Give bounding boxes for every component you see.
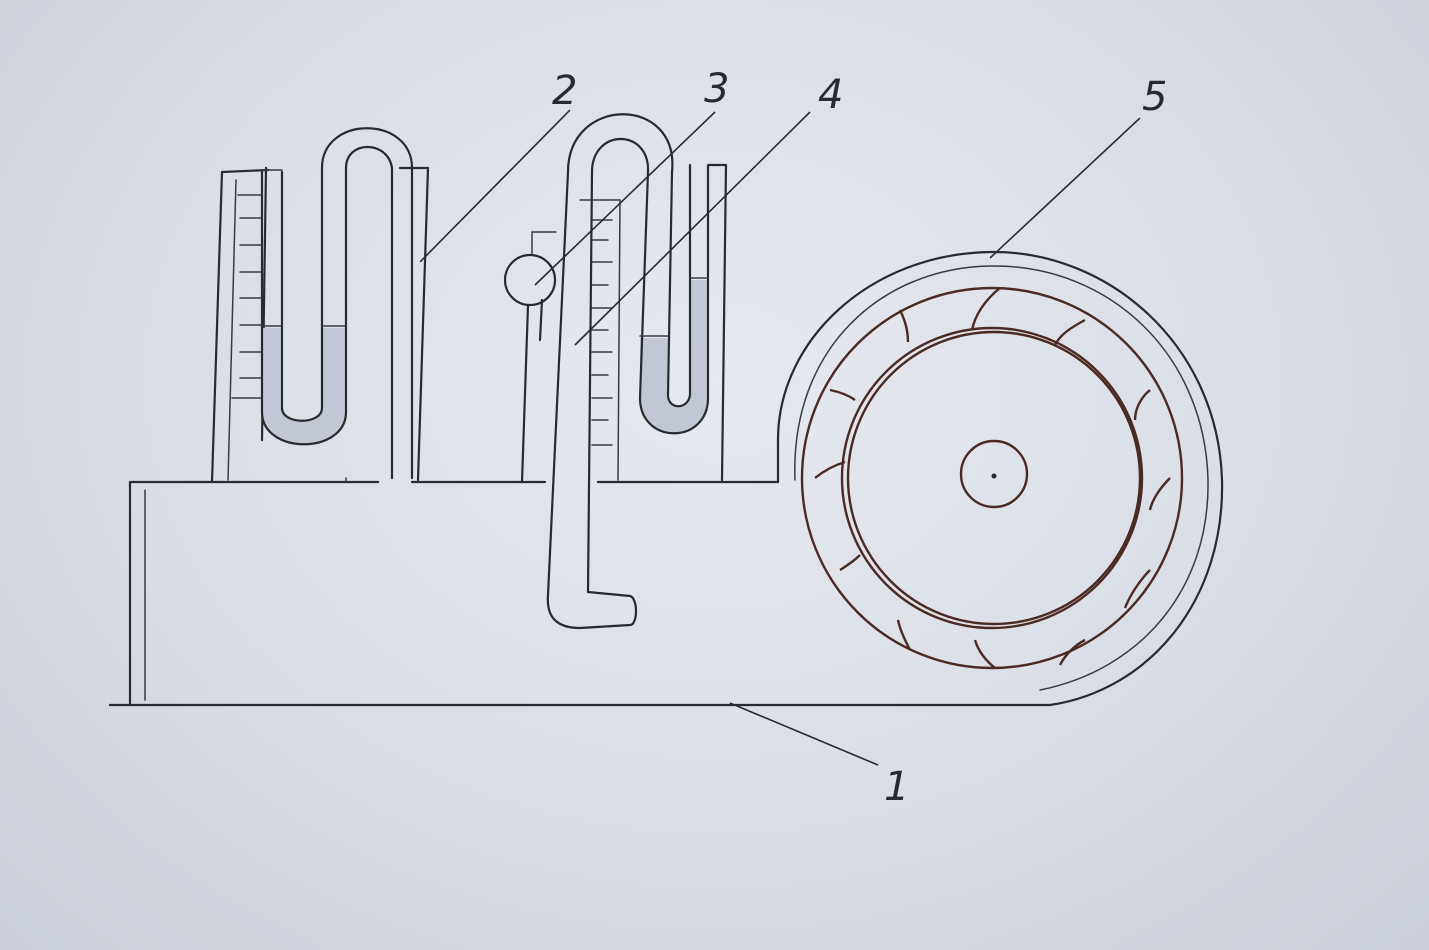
label-fan: 5 <box>1142 74 1167 120</box>
manometer-liquid <box>262 328 346 445</box>
pitot-scale-ticks <box>591 219 613 446</box>
ball-float <box>503 231 557 484</box>
base-housing <box>108 250 1224 707</box>
leader-5 <box>989 117 1141 259</box>
leader-4 <box>574 111 811 346</box>
leader-1 <box>729 702 879 766</box>
fan-impeller <box>800 286 1184 670</box>
leader-lines <box>419 109 1141 766</box>
label-base: 1 <box>884 764 909 810</box>
leader-2 <box>419 109 571 263</box>
u-tube-manometer <box>210 127 430 484</box>
pitot-liquid <box>640 280 708 434</box>
manometer-scale-ticks <box>231 194 263 399</box>
fan-blades <box>814 287 1171 669</box>
label-pitot-tube: 4 <box>818 72 843 118</box>
label-ball: 3 <box>704 66 729 112</box>
pitot-tube-assembly <box>546 113 728 630</box>
label-manometer: 2 <box>552 68 577 114</box>
leader-3 <box>534 111 716 286</box>
